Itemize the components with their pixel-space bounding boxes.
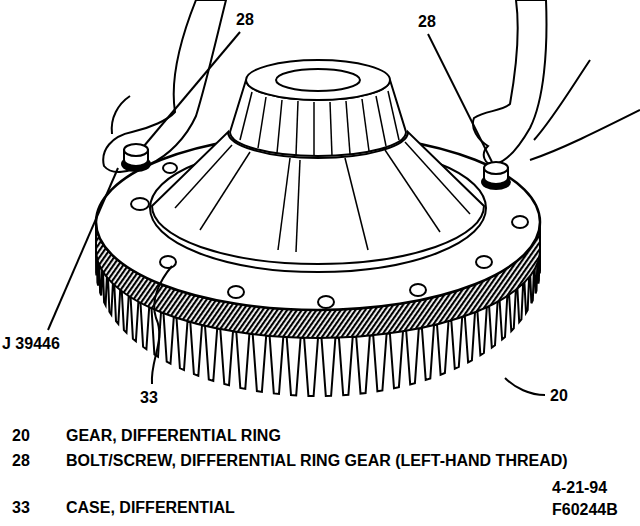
figure-code: F60244B — [552, 498, 618, 521]
callout-number: 20 — [550, 384, 568, 407]
legend-number: 20 — [12, 424, 30, 447]
callout-number: 28 — [418, 10, 436, 33]
case-ribs — [175, 142, 470, 252]
callout-number: 28 — [236, 8, 254, 31]
tool-number: J 39446 — [2, 332, 60, 355]
legend-text: CASE, DIFFERENTIAL — [66, 496, 235, 519]
bolts — [121, 144, 511, 190]
leader-lines — [48, 32, 545, 395]
legend-text: BOLT/SCREW, DIFFERENTIAL RING GEAR (LEFT… — [66, 449, 621, 472]
legend-number: 28 — [12, 449, 30, 472]
bearing-top — [246, 60, 390, 100]
legend-number: 33 — [12, 496, 30, 519]
callout-number: 33 — [140, 386, 158, 409]
date-note: 4-21-94 — [552, 476, 607, 499]
hands — [103, 0, 640, 172]
legend-text: GEAR, DIFFERENTIAL RING — [66, 424, 281, 447]
bearing-bore — [276, 69, 360, 91]
